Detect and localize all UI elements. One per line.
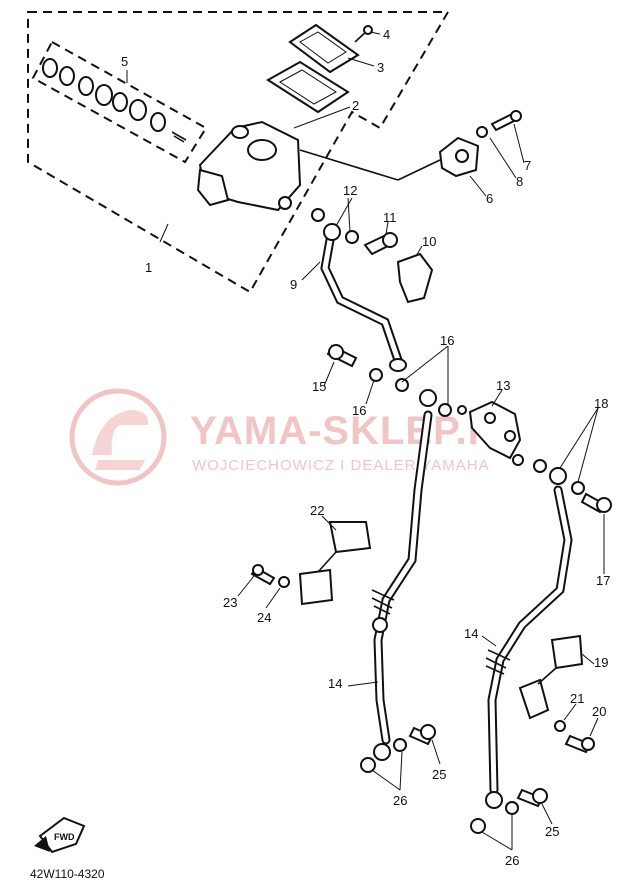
callout-14-right: 14 xyxy=(464,626,478,641)
upper-brake-hose xyxy=(311,208,407,372)
callout-3: 3 xyxy=(377,60,384,75)
callout-17: 17 xyxy=(596,573,610,588)
forward-badge-label: FWD xyxy=(54,832,75,842)
callout-7: 7 xyxy=(524,158,531,173)
callout-15: 15 xyxy=(312,379,326,394)
assembly-boundary xyxy=(27,11,450,294)
callouts: 1 2 3 4 5 6 7 8 9 10 11 12 13 14 14 15 1… xyxy=(121,27,610,868)
callout-22: 22 xyxy=(310,503,324,518)
callout-13: 13 xyxy=(496,378,510,393)
piston-kit xyxy=(42,58,187,143)
callout-26-right: 26 xyxy=(505,853,519,868)
callout-26-left: 26 xyxy=(393,793,407,808)
callout-11: 11 xyxy=(383,210,397,225)
master-cylinder xyxy=(196,120,302,212)
brake-hose-right xyxy=(470,485,573,834)
callout-9: 9 xyxy=(290,277,297,292)
callout-6: 6 xyxy=(486,191,493,206)
callout-23: 23 xyxy=(223,595,237,610)
hose-clamp-22 xyxy=(298,521,372,606)
callout-19: 19 xyxy=(594,655,608,670)
leader-lines xyxy=(126,31,605,851)
callout-14-left: 14 xyxy=(328,676,342,691)
callout-2: 2 xyxy=(352,98,359,113)
callout-20: 20 xyxy=(592,704,606,719)
brake-switch xyxy=(363,232,434,304)
small-bolts xyxy=(250,564,595,808)
holder-bracket xyxy=(299,110,522,181)
callout-16-top: 16 xyxy=(440,333,454,348)
callout-25-right: 25 xyxy=(545,824,559,839)
callout-8: 8 xyxy=(516,174,523,189)
cap-screw xyxy=(354,25,373,43)
hose-clamp-19 xyxy=(518,634,584,720)
callout-18: 18 xyxy=(594,396,608,411)
callout-24: 24 xyxy=(257,610,271,625)
watermark-logo xyxy=(69,388,167,486)
callout-25-left: 25 xyxy=(432,767,446,782)
watermark-subtitle: WOJCIECHOWICZ I DEALER YAMAHA xyxy=(192,457,490,474)
callout-12: 12 xyxy=(343,183,357,198)
kit-boundary xyxy=(31,40,208,164)
watermark-title: YAMA-SKLEP.PL xyxy=(190,409,521,453)
callout-1: 1 xyxy=(145,260,152,275)
watermark: YAMA-SKLEP.PL WOJCIECHOWICZ I DEALER YAM… xyxy=(69,388,521,486)
brake-hose-left xyxy=(360,410,433,773)
three-way-joint xyxy=(457,400,524,466)
callout-21: 21 xyxy=(570,691,584,706)
diagram-code: 42W110-4320 xyxy=(30,867,105,881)
forward-arrow-badge: FWD xyxy=(34,816,86,854)
union-bolt-15 xyxy=(326,344,452,417)
diaphragm-and-cap xyxy=(266,23,360,114)
callout-16-bottom: 16 xyxy=(352,403,366,418)
callout-5: 5 xyxy=(121,54,128,69)
washers-18 xyxy=(533,459,612,514)
callout-4: 4 xyxy=(383,27,390,42)
callout-10: 10 xyxy=(422,234,436,249)
